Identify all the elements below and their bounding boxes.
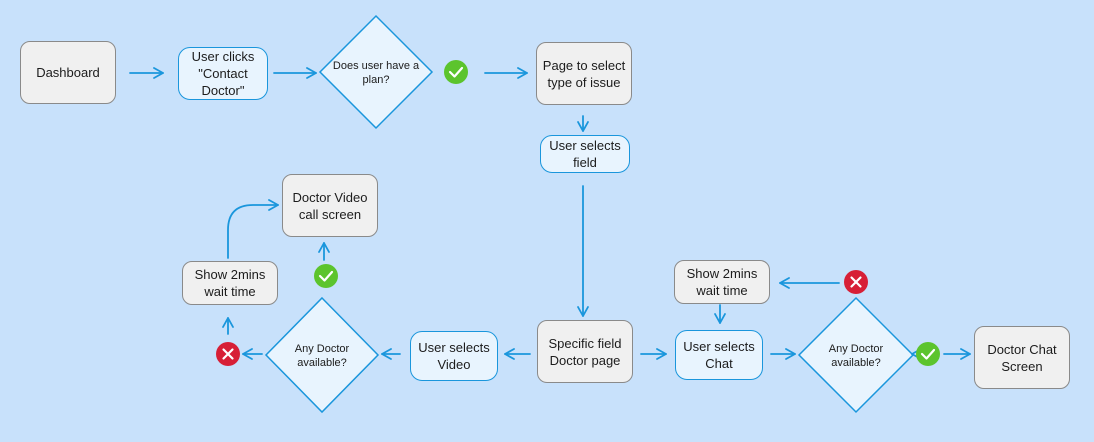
decision-diamond-chat [797, 296, 915, 414]
check-icon [314, 264, 338, 288]
contact-doctor-node: User clicks "Contact Doctor" [178, 47, 268, 100]
user-selects-chat-node: User selects Chat [675, 330, 763, 380]
dashboard-node: Dashboard [20, 41, 116, 104]
has-plan-label: Does user have a plan? [332, 60, 420, 86]
decision-diamond-plan [318, 14, 434, 130]
specific-field-page-node: Specific field Doctor page [537, 320, 633, 383]
check-icon [916, 342, 940, 366]
doctor-available-video-label: Any Doctor available? [294, 343, 350, 369]
user-selects-video-node: User selects Video [410, 331, 498, 381]
wait-time-video-node: Show 2mins wait time [182, 261, 278, 305]
check-icon [444, 60, 468, 84]
cross-icon [216, 342, 240, 366]
decision-diamond-video [264, 296, 380, 414]
doctor-available-chat-label: Any Doctor available? [828, 343, 884, 369]
user-selects-field-node: User selects field [540, 135, 630, 173]
cross-icon [844, 270, 868, 294]
video-call-screen-node: Doctor Video call screen [282, 174, 378, 237]
chat-screen-node: Doctor Chat Screen [974, 326, 1070, 389]
arrow-wait-to-video-screen [227, 199, 279, 259]
select-issue-node: Page to select type of issue [536, 42, 632, 105]
wait-time-chat-node: Show 2mins wait time [674, 260, 770, 304]
